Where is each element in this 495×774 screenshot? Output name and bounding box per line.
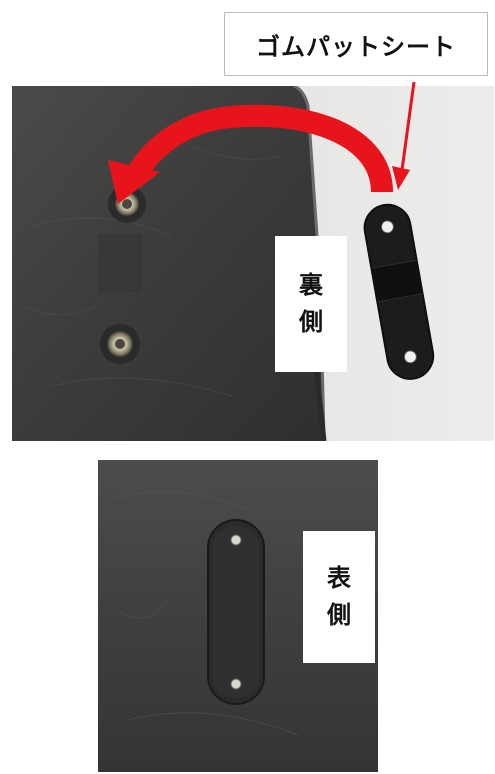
back-side-char-1: 裏 [299,270,323,299]
front-side-char-2: 側 [327,601,351,629]
callout-text: ゴムパットシート [256,32,456,61]
rubber-pad-front [207,519,265,705]
front-side-char-1: 表 [327,563,351,592]
back-side-label: 裏 側 [275,236,347,372]
grommet-top [108,185,146,223]
back-side-char-2: 側 [299,308,323,336]
front-side-label: 表 側 [303,531,375,663]
grommet-bottom [100,324,140,364]
back-side-photo [12,86,494,441]
rubber-pad-back [363,203,435,380]
callout-label: ゴムパットシート [224,12,488,76]
